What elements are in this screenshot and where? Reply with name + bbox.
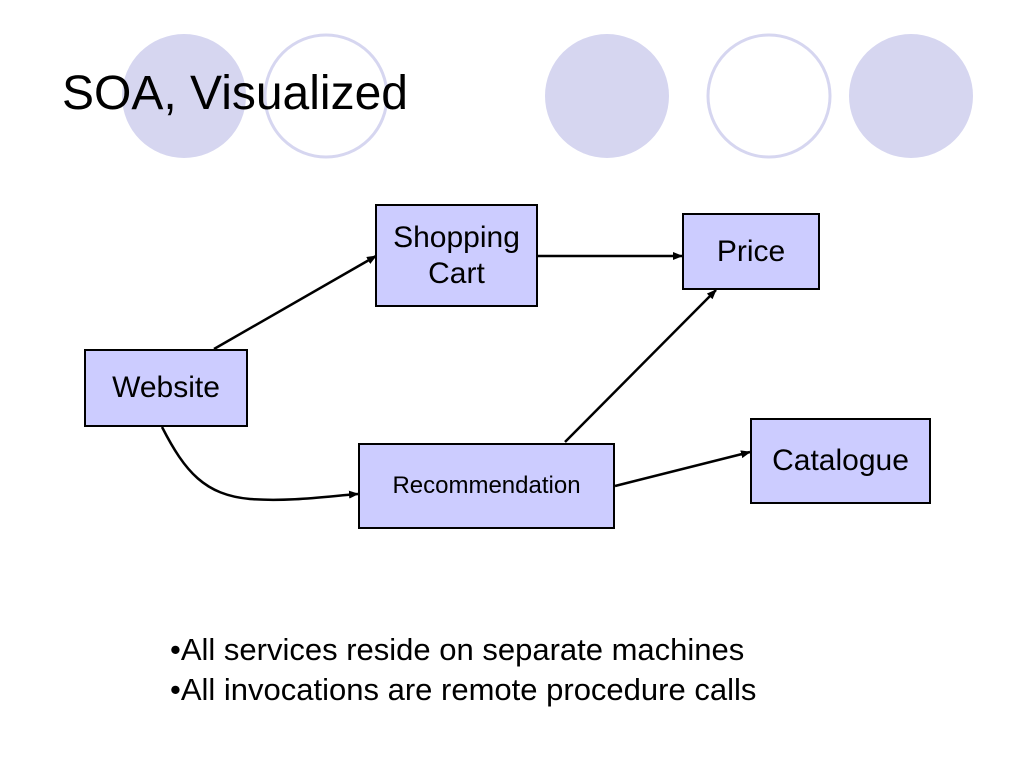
deco-circle-ring bbox=[706, 33, 832, 159]
deco-circle-ring bbox=[263, 33, 389, 159]
bullet-item: •All services reside on separate machine… bbox=[170, 632, 745, 667]
node-label: Website bbox=[112, 371, 220, 404]
node-label: Catalogue bbox=[772, 444, 909, 477]
node-label: Price bbox=[716, 234, 786, 268]
node-catalogue: Catalogue bbox=[750, 418, 931, 504]
node-recommendation: Recommendation bbox=[358, 443, 615, 529]
node-shopping-cart: Shopping Cart bbox=[375, 204, 538, 307]
node-label-line: Cart bbox=[428, 256, 485, 290]
edge-website-to-shopping-cart bbox=[213, 254, 377, 351]
node-label-line: Shopping bbox=[393, 220, 520, 254]
edge-website-to-recommendation bbox=[160, 426, 359, 502]
node-price: Price bbox=[682, 213, 820, 290]
node-website: Website bbox=[84, 349, 248, 427]
decorative-circles bbox=[122, 33, 973, 159]
slide-title: SOA, Visualized bbox=[62, 67, 408, 120]
deco-circle-filled bbox=[545, 34, 669, 158]
edge-recommendation-to-price bbox=[564, 289, 717, 443]
bullet-list: •All services reside on separate machine… bbox=[170, 630, 756, 710]
node-label: Recommendation bbox=[392, 471, 581, 499]
bullet-item: •All invocations are remote procedure ca… bbox=[170, 672, 757, 707]
deco-circle-filled bbox=[122, 34, 246, 158]
deco-circle-filled bbox=[849, 34, 973, 158]
edge-recommendation-to-catalogue bbox=[614, 450, 751, 488]
